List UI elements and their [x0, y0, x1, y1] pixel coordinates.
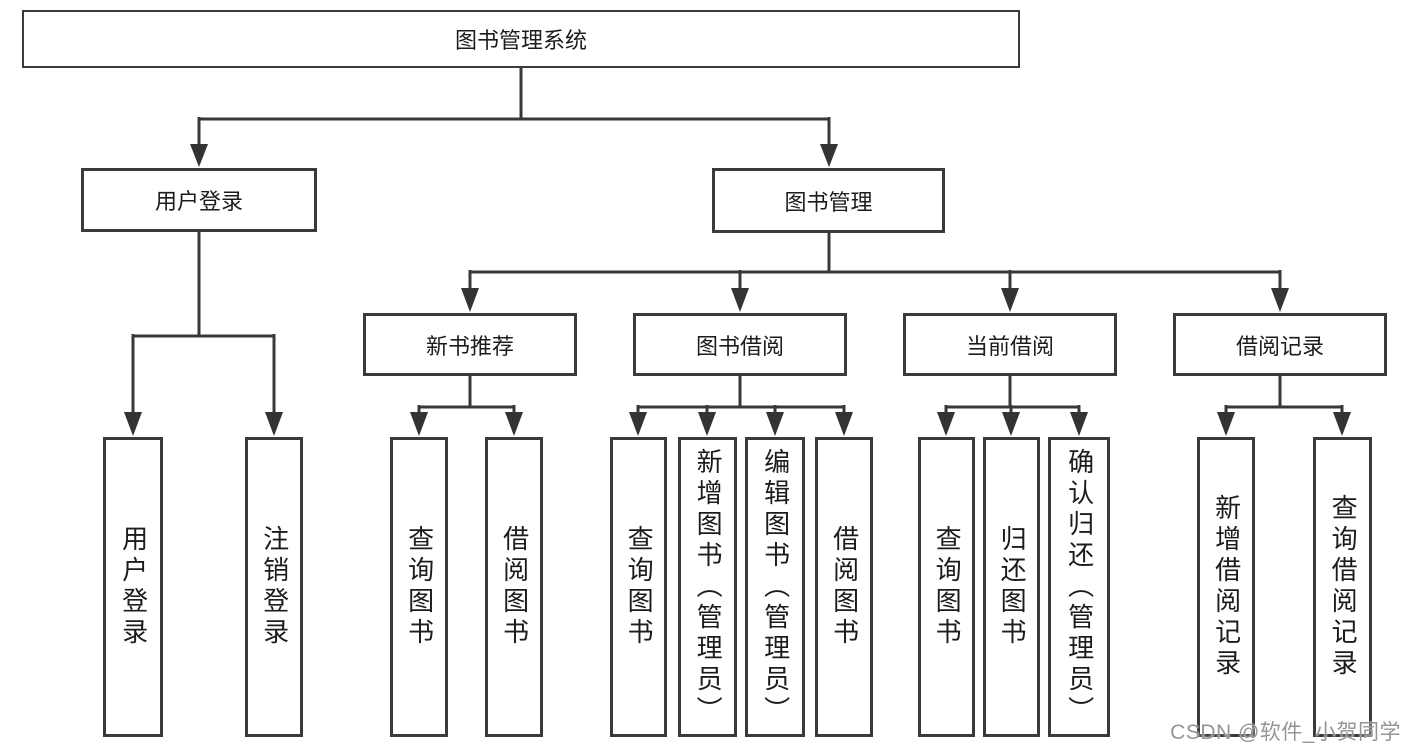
leaf-borrow-books: 借阅图书 — [815, 437, 873, 737]
node-user-login: 用户登录 — [81, 168, 317, 232]
node-book-management: 图书管理 — [712, 168, 945, 233]
node-new-book-recommend: 新书推荐 — [363, 313, 577, 376]
leaf-query-borrow-record: 查询借阅记录 — [1313, 437, 1372, 737]
leaf-query-books-borrow: 查询图书 — [610, 437, 667, 737]
node-label: 当前借阅 — [965, 333, 1054, 359]
node-borrow-records: 借阅记录 — [1173, 313, 1387, 376]
node-label: 确认归还（管理员） — [1064, 447, 1095, 727]
leaf-return-book: 归还图书 — [983, 437, 1040, 737]
leaf-user-login: 用户登录 — [103, 437, 163, 737]
leaf-logout: 注销登录 — [245, 437, 303, 737]
node-library-system: 图书管理系统 — [22, 10, 1020, 68]
arrowheads — [124, 144, 1351, 436]
node-label: 新书推荐 — [425, 333, 514, 359]
leaf-query-books-current: 查询图书 — [918, 437, 975, 737]
leaf-add-book-admin: 新增图书（管理员） — [678, 437, 737, 737]
node-label: 新增图书（管理员） — [693, 447, 724, 727]
node-label: 新增借阅记录 — [1211, 494, 1242, 680]
leaf-borrow-books-recommend: 借阅图书 — [485, 437, 543, 737]
csdn-watermark: CSDN @软件_小贺同学 — [1170, 721, 1401, 744]
leaf-query-books-recommend: 查询图书 — [390, 437, 448, 737]
node-label: 借阅图书 — [829, 525, 860, 649]
node-label: 图书管理 — [784, 189, 873, 215]
node-label: 查询图书 — [404, 525, 435, 649]
node-label: 注销登录 — [259, 525, 290, 649]
node-label: 查询借阅记录 — [1328, 494, 1359, 680]
node-label: 编辑图书（管理员） — [760, 447, 791, 727]
leaf-confirm-return-admin: 确认归还（管理员） — [1048, 437, 1110, 737]
node-label: 查询图书 — [932, 525, 963, 649]
node-label: 图书管理系统 — [454, 28, 587, 53]
node-label: 用户登录 — [154, 189, 243, 214]
leaf-edit-book-admin: 编辑图书（管理员） — [745, 437, 805, 737]
leaf-add-borrow-record: 新增借阅记录 — [1197, 437, 1255, 737]
node-label: 借阅图书 — [499, 525, 530, 649]
node-label: 借阅记录 — [1235, 333, 1324, 359]
node-label: 图书借阅 — [695, 333, 784, 359]
node-label: 查询图书 — [624, 525, 655, 649]
node-label: 归还图书 — [997, 525, 1028, 649]
node-label: 用户登录 — [118, 525, 149, 649]
node-book-borrow: 图书借阅 — [633, 313, 847, 376]
node-current-borrow: 当前借阅 — [903, 313, 1117, 376]
